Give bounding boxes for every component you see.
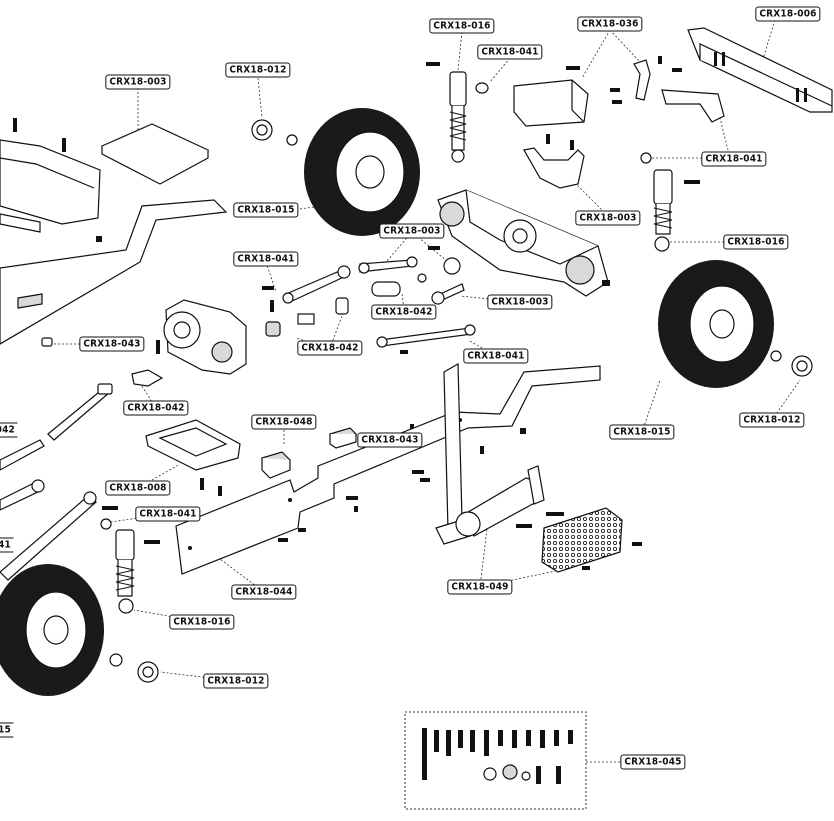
part-label-crx18-043: CRX18-043 [357,432,423,448]
part-label-crx18-012: CRX18-012 [739,412,805,428]
part-label-crx18-006: CRX18-006 [755,6,821,22]
rear-chassis-rail [0,199,228,345]
link-hardware [262,286,408,354]
part-label-crx18-016: CRX18-016 [169,614,235,630]
body-tray [0,139,101,233]
suspension-links [282,256,476,348]
part-label-crx18-003: CRX18-003 [379,223,445,239]
part-label-crx18-045: CRX18-045 [620,754,686,770]
wheel-nut-top [251,119,298,146]
part-label-crx18-041: CRX18-041 [135,506,201,522]
drive-shaft [47,383,113,441]
rail-hardware [278,428,642,570]
part-label-crx18-041: CRX18-041 [463,348,529,364]
part-label-crx18-003: CRX18-003 [575,210,641,226]
shock-bottom [100,518,160,614]
part-label-crx18-003: CRX18-003 [105,74,171,90]
servo-mount [523,134,585,189]
part-label-crx18-041: CRX18-041 [233,251,299,267]
skid-plate [145,419,241,496]
part-label-crx18-042: CRX18-042 [371,304,437,320]
shock-top [426,62,489,163]
part-label-crx18-041: 041 [0,537,14,553]
servo [513,56,682,127]
front-bumper [661,27,833,123]
part-label-crx18-008: CRX18-008 [105,480,171,496]
rear-tire [0,564,159,696]
part-label-crx18-043: CRX18-043 [79,336,145,352]
part-label-crx18-012: CRX18-012 [225,62,291,78]
part-label-crx18-049: CRX18-049 [447,579,513,595]
battery-tray-lid [100,123,210,185]
part-label-crx18-044: CRX18-044 [231,584,297,600]
part-label-crx18-015: CRX18-015 [609,424,675,440]
part-label-crx18-042: CRX18-042 [297,340,363,356]
part-label-crx18-015: CRX18-015 [233,202,299,218]
heat-shield [541,507,623,573]
part-label-crx18-036: CRX18-036 [577,16,643,32]
part-label-crx18-012: CRX18-012 [203,673,269,689]
part-label-crx18-041: CRX18-041 [477,44,543,60]
right-tire [658,260,813,388]
screw-kit [404,711,587,810]
front-tire [304,108,420,236]
part-label-crx18-041: CRX18-041 [701,151,767,167]
part-label-crx18-016: CRX18-016 [429,18,495,34]
battery-strap-blocks [260,424,414,479]
shock-right [640,152,700,252]
part-label-crx18-003: CRX18-003 [487,294,553,310]
part-label-crx18-042: 042 [0,422,18,438]
part-label-crx18-042: CRX18-042 [123,400,189,416]
part-label-crx18-015: 015 [0,722,14,738]
rear-links [0,439,118,581]
part-label-crx18-048: CRX18-048 [251,414,317,430]
exhaust-pipe [435,362,545,545]
transmission [41,299,247,387]
front-axle [428,189,610,297]
part-label-crx18-016: CRX18-016 [723,234,789,250]
